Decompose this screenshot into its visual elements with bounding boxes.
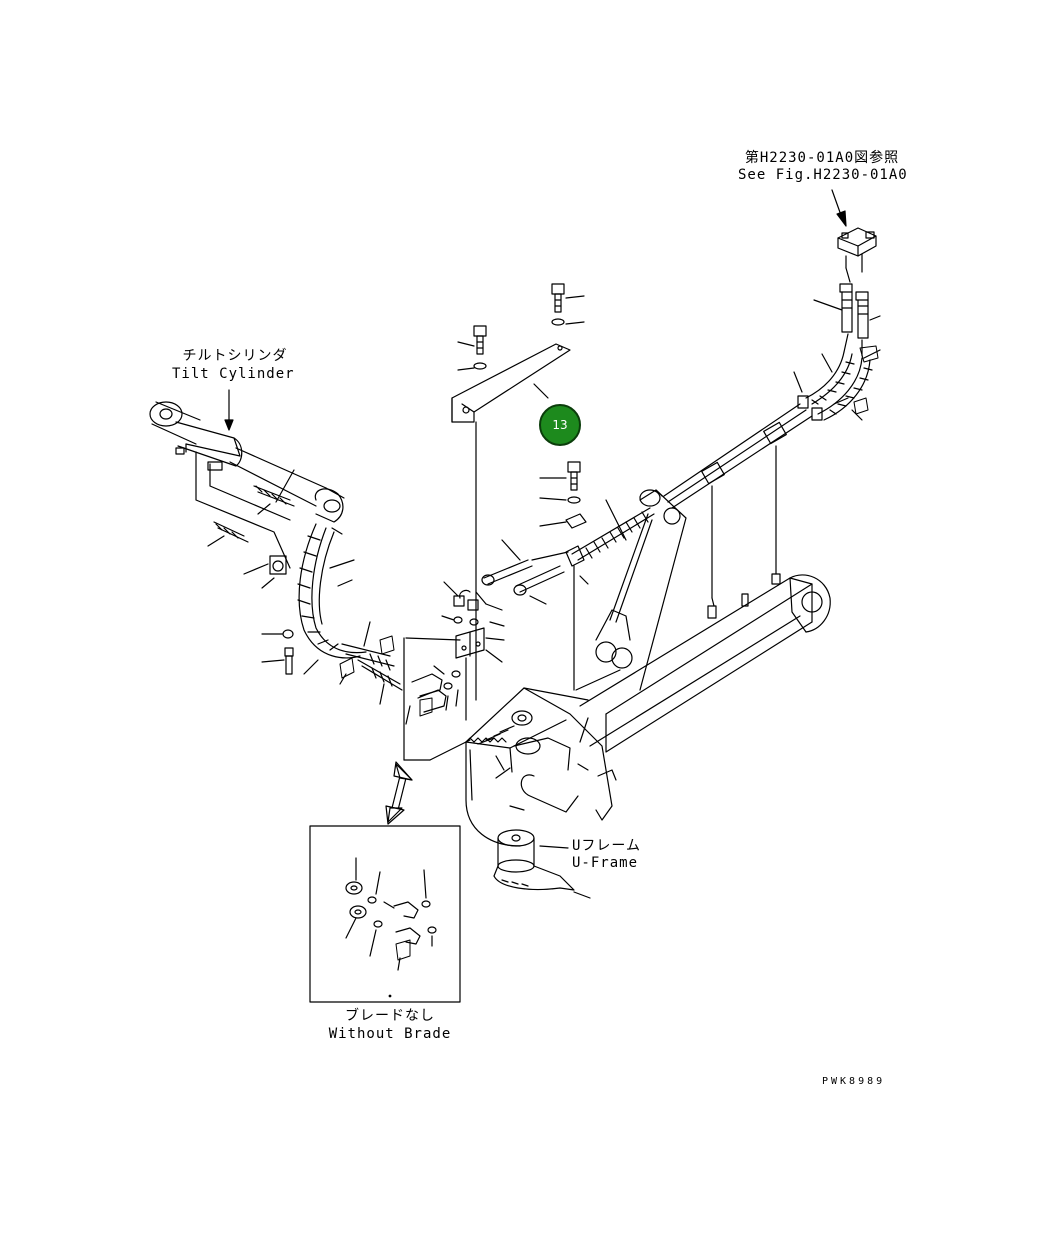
tilt-hoses [195,451,403,705]
u-frame-label-jp: Uフレーム [572,838,642,854]
double-arrow [385,761,413,825]
bolt-center [539,461,587,529]
u-frame [465,687,617,899]
coiled-hoses-right [797,351,873,421]
lower-elbows [403,637,471,761]
see-fig-label-jp: 第H2230-01A0図参照 [744,150,900,166]
reference-arrow [831,189,847,227]
bolt-upper-right [551,283,585,326]
drawing-reference-code: PWK8989 [822,1076,886,1087]
tilt-cylinder-label-en: Tilt Cylinder [172,366,295,382]
part-13-callout[interactable]: 13 [539,404,581,446]
valve-block [837,227,877,283]
boom-arm [575,489,831,753]
tilt-cylinder [149,389,345,523]
valve-fittings [839,283,869,357]
u-frame-label-en: U-Frame [572,855,639,871]
see-fig-label-en: See Fig.H2230-01A0 [738,167,908,183]
boom-pipes [663,403,813,607]
leader-lines-valve [793,299,881,421]
bolt-upper-left [457,325,487,371]
tilt-cylinder-label-jp: チルトシリンダ [182,348,288,364]
coiled-hose-center [565,499,655,691]
bracket-13 [451,343,571,701]
center-fittings [441,539,569,721]
inset-frame [309,825,461,1003]
without-blade-label-jp: ブレードなし [345,1008,435,1024]
without-blade-label-en: Without Brade [328,1026,452,1042]
